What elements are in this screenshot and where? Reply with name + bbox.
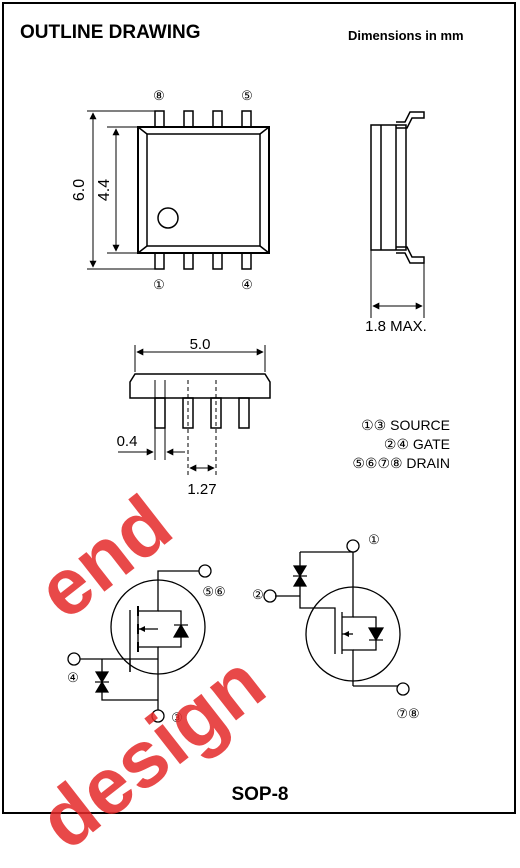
pin-8-label: ⑧ <box>153 88 165 103</box>
units-note: Dimensions in mm <box>348 28 464 43</box>
dim-6-0 <box>87 110 155 270</box>
package-name: SOP-8 <box>231 784 289 805</box>
mosfet-right-diode <box>292 565 385 642</box>
outline-drawing: ⑧ ⑤ ① ④ 6.0 4.4 1.8 MAX. <box>67 88 427 725</box>
dim-1-8-label: 1.8 MAX. <box>365 318 427 335</box>
dim-5-0 <box>134 345 266 372</box>
legend-source: ①③ SOURCE <box>361 417 450 433</box>
dim-4-4 <box>107 126 138 254</box>
left-source-label: ③ <box>171 710 183 725</box>
dim-4-4-label: 4.4 <box>96 179 113 201</box>
mosfet-right-arrow <box>343 631 349 637</box>
right-source-label: ① <box>368 532 380 547</box>
dim-1-27-label: 1.27 <box>187 481 216 498</box>
pin-1-label: ① <box>153 277 165 292</box>
mosfet-right-symbol <box>263 539 410 696</box>
front-view-package <box>129 373 271 429</box>
legend-drain: ⑤⑥⑦⑧ DRAIN <box>352 455 450 471</box>
pin-5-label: ⑤ <box>241 88 253 103</box>
drawing-frame <box>2 2 516 814</box>
pin-legend: ①③ SOURCE ②④ GATE ⑤⑥⑦⑧ DRAIN <box>300 416 450 473</box>
right-drain-label: ⑦⑧ <box>396 706 419 721</box>
top-view-package <box>137 110 270 270</box>
legend-gate: ②④ GATE <box>383 436 450 452</box>
pin-4-label: ④ <box>241 277 253 292</box>
dim-0-4 <box>118 380 185 460</box>
right-gate-label: ② <box>252 587 264 602</box>
dim-1-8 <box>370 225 425 318</box>
left-gate-label: ④ <box>67 670 79 685</box>
left-drain-label: ⑤⑥ <box>202 584 225 599</box>
dim-1-27 <box>187 380 217 475</box>
mosfet-left-arrow <box>139 626 145 632</box>
dim-6-0-label: 6.0 <box>71 179 88 201</box>
drawing-title: OUTLINE DRAWING <box>20 22 201 43</box>
mosfet-left-diode <box>94 623 190 693</box>
side-view-package <box>370 111 425 264</box>
dim-0-4-label: 0.4 <box>117 433 138 450</box>
dim-5-0-label: 5.0 <box>190 336 211 353</box>
